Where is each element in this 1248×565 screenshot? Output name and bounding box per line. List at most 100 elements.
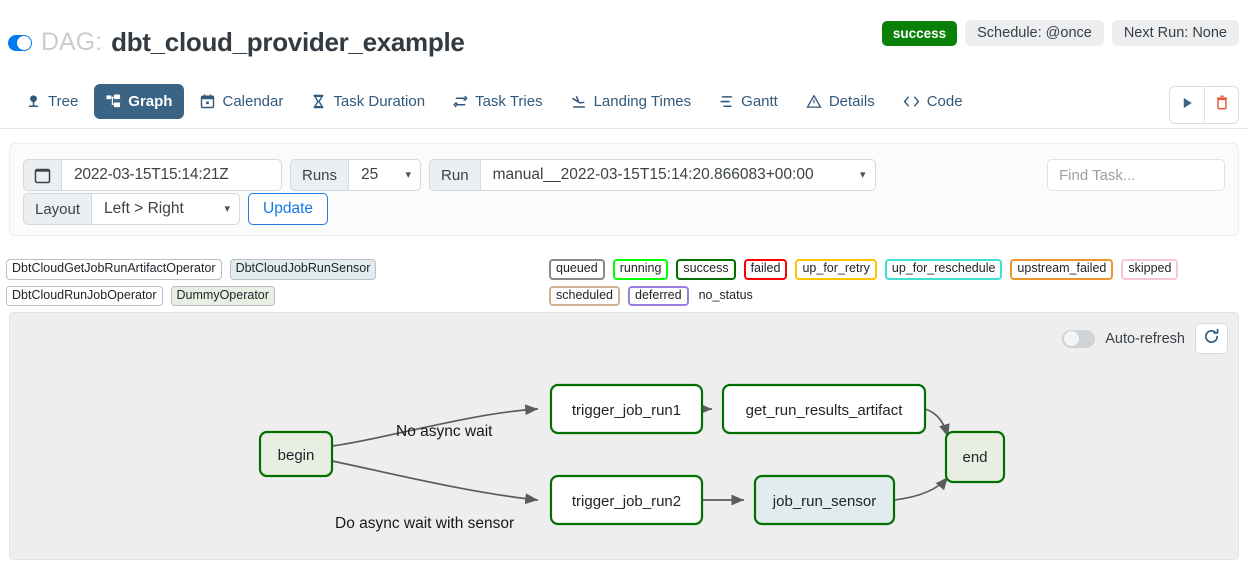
tab-details[interactable]: Details xyxy=(794,84,887,119)
tab-calendar[interactable]: Calendar xyxy=(188,84,295,119)
tree-icon xyxy=(26,94,41,109)
dag-graph-svg: No async wait Do async wait with sensor … xyxy=(258,383,1006,532)
header-badges: success Schedule: @once Next Run: None xyxy=(881,20,1239,46)
trash-icon xyxy=(1215,95,1229,115)
update-button[interactable]: Update xyxy=(248,193,329,225)
find-task-input[interactable]: Find Task... xyxy=(1047,159,1225,191)
retry-icon xyxy=(453,94,468,109)
landing-icon xyxy=(571,94,587,109)
legend-status-upstream-failed: upstream_failed xyxy=(1010,259,1114,280)
chevron-down-icon: ▾ xyxy=(405,168,412,181)
legend-status-running: running xyxy=(612,259,669,280)
legend-status-up-for-retry: up_for_retry xyxy=(795,259,877,280)
graph-node-job_run_sensor[interactable]: job_run_sensor xyxy=(753,474,896,526)
dag-graph-canvas[interactable]: Auto-refresh xyxy=(9,312,1239,560)
tab-graph[interactable]: Graph xyxy=(94,84,185,119)
operator-legend: DbtCloudGetJobRunArtifactOperator DbtClo… xyxy=(6,259,536,307)
node-label: trigger_job_run2 xyxy=(572,493,681,510)
runs-label: Runs xyxy=(290,159,350,191)
legend-status-success: success xyxy=(676,259,736,280)
edge-begin-trigger1 xyxy=(331,404,539,447)
graph-node-trigger_job_run2[interactable]: trigger_job_run2 xyxy=(549,474,704,526)
legend-operator-pill[interactable]: DummyOperator xyxy=(170,285,275,307)
chevron-down-icon: ▾ xyxy=(860,168,866,181)
node-label: trigger_job_run1 xyxy=(572,402,681,419)
auto-refresh-label: Auto-refresh xyxy=(1105,330,1185,347)
edge-label: Do async wait with sensor xyxy=(335,515,514,532)
run-label: Run xyxy=(429,159,481,191)
graph-toolbar: Auto-refresh xyxy=(1062,323,1228,354)
delete-dag-button[interactable] xyxy=(1204,87,1238,123)
legend-operator-pill[interactable]: DbtCloudRunJobOperator xyxy=(6,285,163,307)
legend-status-no-status: no_status xyxy=(698,288,753,303)
graph-node-end[interactable]: end xyxy=(944,430,1006,484)
node-label: job_run_sensor xyxy=(772,493,876,510)
page-header: DAG: dbt_cloud_provider_example success … xyxy=(0,0,1248,70)
graph-node-trigger_job_run1[interactable]: trigger_job_run1 xyxy=(549,383,704,435)
status-badge: success xyxy=(881,20,958,46)
filter-bar: 2022-03-15T15:14:21Z Runs 25 ▾ Run manua… xyxy=(9,143,1239,236)
legend-operator-pill[interactable]: DbtCloudJobRunSensor xyxy=(229,259,377,280)
dag-run-group: Run manual__2022-03-15T15:14:20.866083+0… xyxy=(429,159,876,191)
page-title: DAG: dbt_cloud_provider_example xyxy=(8,27,465,58)
calendar-icon xyxy=(23,159,62,191)
tab-landing-times-label: Landing Times xyxy=(593,93,692,110)
legend-status-failed: failed xyxy=(743,259,788,280)
layout-select[interactable]: Left > Right ▾ xyxy=(92,193,241,225)
edge-label: No async wait xyxy=(396,423,493,440)
tab-details-label: Details xyxy=(828,93,875,110)
status-legend: queued running success failed up_for_ret… xyxy=(549,259,1243,307)
next-run-badge: Next Run: None xyxy=(1111,20,1239,46)
tab-task-duration-label: Task Duration xyxy=(333,93,426,110)
graph-node-get_run_results_artifact[interactable]: get_run_results_artifact xyxy=(721,383,927,435)
tab-code[interactable]: Code xyxy=(891,84,975,119)
auto-refresh-toggle[interactable] xyxy=(1062,329,1096,348)
tab-code-label: Code xyxy=(926,93,963,110)
dag-run-value: manual__2022-03-15T15:14:20.866083+00:00 xyxy=(492,166,814,183)
graph-icon xyxy=(106,94,121,109)
num-runs-group: Runs 25 ▾ xyxy=(290,159,422,191)
refresh-icon xyxy=(1203,328,1220,350)
base-date-group: 2022-03-15T15:14:21Z xyxy=(23,159,282,191)
legend-status-up-for-reschedule: up_for_reschedule xyxy=(884,259,1003,280)
tab-task-tries[interactable]: Task Tries xyxy=(441,84,555,119)
play-icon xyxy=(1181,96,1194,115)
layout-group: Layout Left > Right ▾ xyxy=(23,193,241,225)
tab-tree-label: Tree xyxy=(48,93,79,110)
legend-status-skipped: skipped xyxy=(1121,259,1179,280)
tab-calendar-label: Calendar xyxy=(222,93,284,110)
edge-sensor-end xyxy=(893,476,949,501)
dag-run-select[interactable]: manual__2022-03-15T15:14:20.866083+00:00… xyxy=(480,159,876,191)
node-label: end xyxy=(962,449,987,466)
graph-node-begin[interactable]: begin xyxy=(258,430,334,478)
graph-edges xyxy=(331,403,950,506)
node-label: begin xyxy=(278,447,315,464)
dag-actions xyxy=(1169,86,1239,124)
trigger-dag-button[interactable] xyxy=(1170,87,1204,123)
tab-landing-times[interactable]: Landing Times xyxy=(559,84,704,119)
schedule-badge: Schedule: @once xyxy=(965,20,1104,46)
dag-name-label: dbt_cloud_provider_example xyxy=(111,27,465,57)
num-runs-select[interactable]: 25 ▾ xyxy=(349,159,422,191)
base-date-input[interactable]: 2022-03-15T15:14:21Z xyxy=(62,159,282,191)
num-runs-value: 25 xyxy=(361,166,379,183)
refresh-button[interactable] xyxy=(1195,323,1228,354)
warning-triangle-icon xyxy=(806,94,822,109)
legend-operator-pill[interactable]: DbtCloudGetJobRunArtifactOperator xyxy=(6,259,222,280)
tab-gantt[interactable]: Gantt xyxy=(707,84,790,119)
hourglass-icon xyxy=(311,94,326,109)
tab-task-duration[interactable]: Task Duration xyxy=(299,84,437,119)
chevron-down-icon: ▾ xyxy=(224,202,231,215)
gantt-icon xyxy=(719,94,734,109)
tab-gantt-label: Gantt xyxy=(741,93,778,110)
node-label: get_run_results_artifact xyxy=(746,402,904,419)
dag-paused-toggle[interactable] xyxy=(8,34,32,51)
edge-artifact-end xyxy=(924,408,950,438)
tab-tree[interactable]: Tree xyxy=(14,84,90,119)
legend-status-scheduled: scheduled xyxy=(549,285,620,307)
tab-task-tries-label: Task Tries xyxy=(475,93,543,110)
code-brackets-icon xyxy=(903,94,920,109)
dag-view-tabs: Tree Graph Calendar Task Duration xyxy=(0,84,1248,129)
legend-status-queued: queued xyxy=(549,259,605,280)
